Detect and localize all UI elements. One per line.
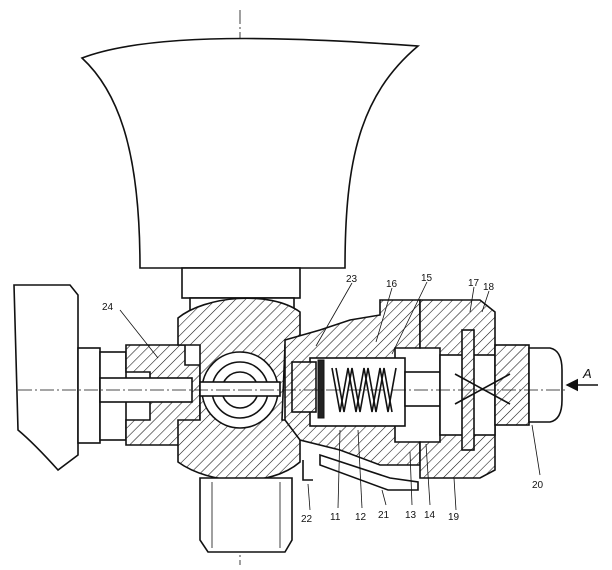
cylinder-neck (181, 267, 301, 299)
lower-stem (199, 477, 293, 553)
callout-13: 13 (405, 510, 417, 521)
leader-lines (119, 281, 541, 511)
callout-11: 11 (330, 512, 341, 523)
callout-14: 14 (424, 510, 436, 521)
compression-spring (331, 367, 397, 413)
adjusting-nut (494, 344, 530, 426)
lower-clip (319, 453, 419, 491)
callout-17: 17 (468, 278, 480, 289)
callout-18: 18 (483, 282, 495, 293)
cylinder-body (80, 37, 421, 269)
callout-A: A (582, 366, 592, 381)
callout-21: 21 (378, 510, 390, 521)
callout-24: 24 (102, 302, 114, 313)
small-hook (302, 460, 313, 481)
callout-23: 23 (346, 274, 358, 285)
valve-disc (291, 361, 317, 413)
callout-12: 12 (355, 512, 367, 523)
valve-seat-plate (317, 359, 325, 419)
callout-16: 16 (386, 279, 398, 290)
callout-labels: 24 23 16 15 17 18 A 20 22 11 12 21 13 14… (102, 273, 592, 525)
callout-22: 22 (301, 514, 313, 525)
stem-cross (454, 373, 511, 405)
callout-15: 15 (421, 273, 433, 284)
inlet-nipple (528, 347, 563, 423)
left-flange (77, 347, 101, 444)
ball-bore (199, 381, 281, 397)
left-connector-housing (13, 284, 79, 472)
callout-20: 20 (532, 480, 544, 491)
callout-19: 19 (448, 512, 460, 523)
